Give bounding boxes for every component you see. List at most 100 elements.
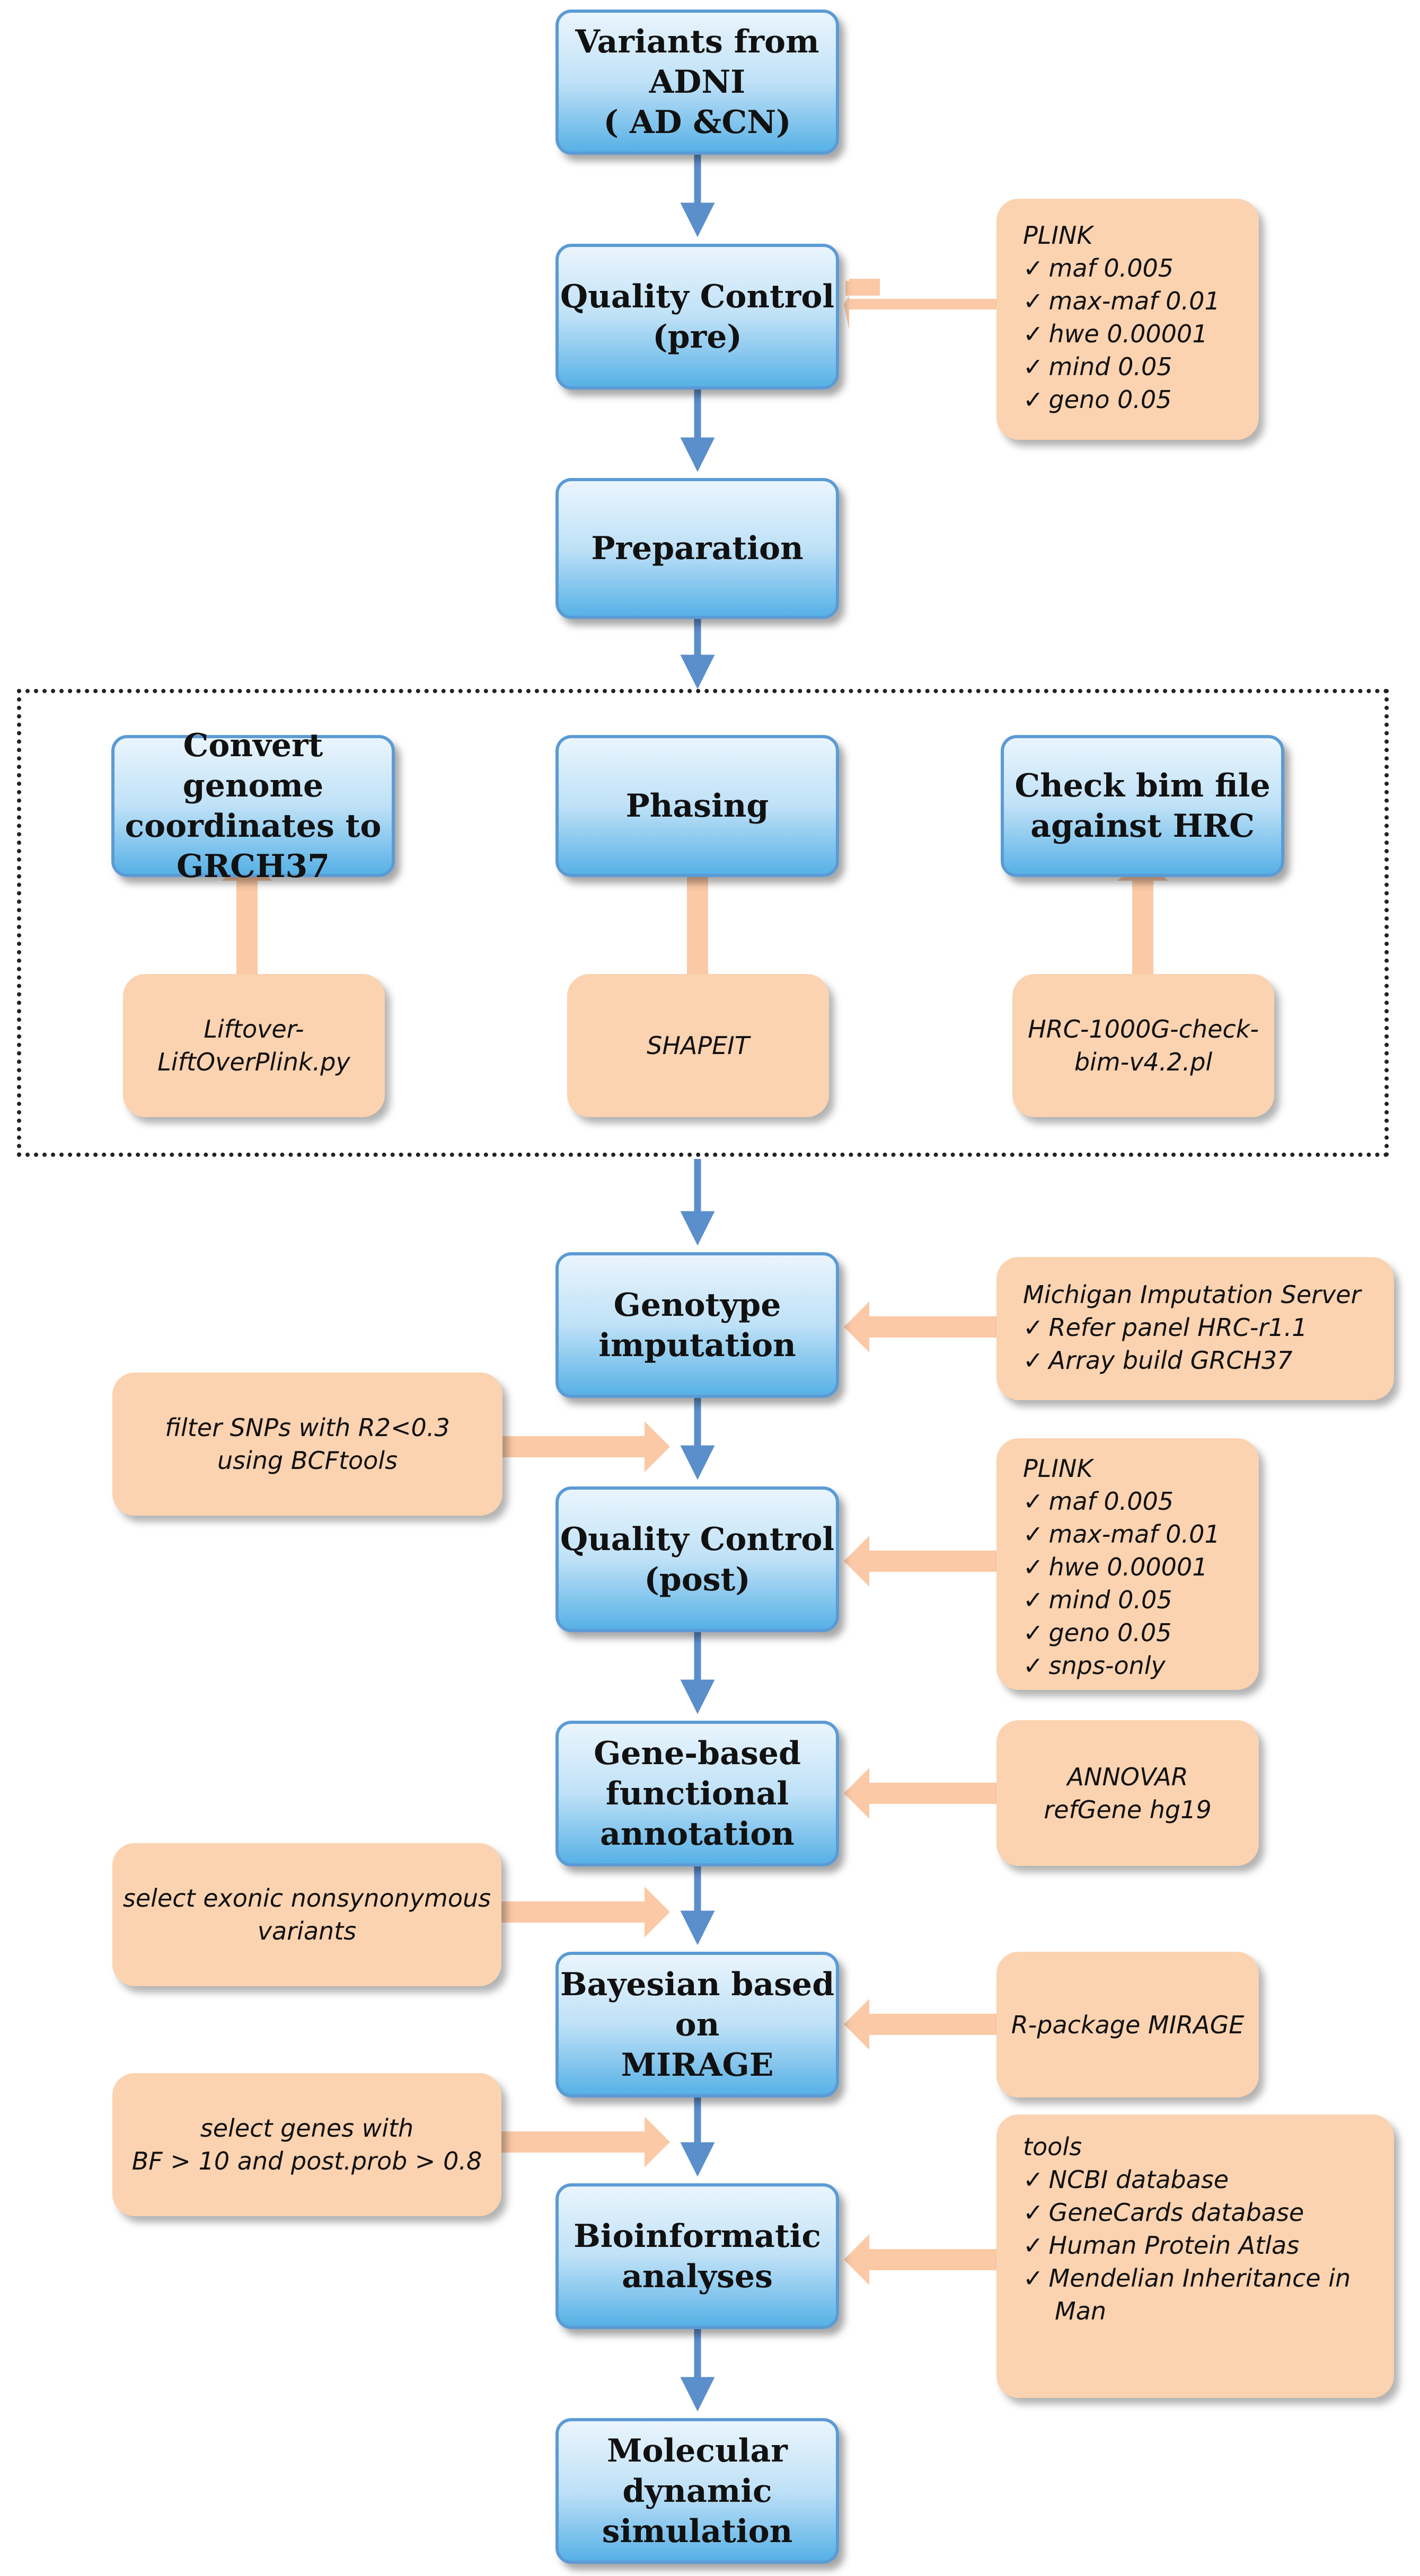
plink-post-item: hwe 0.00001 — [1048, 1553, 1208, 1581]
arrow-filter-to-main — [502, 1421, 670, 1472]
arrow-annovar-to-annotation — [844, 1768, 996, 1819]
step-qc-post-line-1: Quality Control — [560, 1520, 835, 1558]
step-imputation-line-2: imputation — [598, 1326, 796, 1364]
hrc-line-2: bim-v4.2.pl — [1074, 1048, 1213, 1076]
plink-post-item: maf 0.005 — [1048, 1487, 1174, 1516]
step-bayesian-mirage: Bayesian based on MIRAGE — [555, 1952, 839, 2097]
step-molecular-line-3: simulation — [602, 2512, 793, 2550]
check-icon: ✓ — [1023, 1487, 1044, 1516]
plink-post-item: geno 0.05 — [1048, 1618, 1172, 1647]
exonic-line-2: variants — [257, 1917, 357, 1945]
genes-line-2: BF > 10 and post.prob > 0.8 — [131, 2147, 482, 2175]
arrow-genes-to-main — [501, 2117, 670, 2167]
step-convert-line-1: Convert genome — [182, 727, 324, 804]
plink-post-item: mind 0.05 — [1048, 1586, 1172, 1614]
step-gene-based-annotation: Gene-based functional annotation — [555, 1721, 839, 1866]
arrow-mirage-to-bayesian — [844, 1999, 996, 2050]
step-phasing: Phasing — [555, 735, 839, 877]
exonic-line-1: select exonic nonsynonymous — [122, 1884, 491, 1913]
michigan-title: Michigan Imputation Server — [1023, 1280, 1361, 1309]
michigan-item: Array build GRCH37 — [1048, 1346, 1293, 1375]
plink-post-item: max-maf 0.01 — [1048, 1520, 1220, 1548]
step-qc-post-line-2: (post) — [644, 1561, 751, 1598]
step-bioinformatic-line-2: analyses — [622, 2258, 773, 2295]
check-icon: ✓ — [1023, 1553, 1044, 1581]
tool-r-package-mirage: R-package MIRAGE — [996, 1952, 1259, 2097]
check-icon: ✓ — [1023, 320, 1044, 348]
annovar-line-2: refGene hg19 — [1044, 1795, 1212, 1824]
step-molecular-dynamic-simulation: Molecular dynamic simulation — [555, 2418, 839, 2564]
step-phasing-line-1: Phasing — [625, 787, 769, 825]
tool-plink-post: PLINK ✓maf 0.005 ✓max-maf 0.01 ✓hwe 0.00… — [996, 1438, 1259, 1690]
step-preparation: Preparation — [555, 478, 839, 619]
tools-item: GeneCards database — [1048, 2198, 1304, 2227]
arrow-exonic-to-main — [501, 1887, 670, 1937]
step-variants-from-adni: Variants from ADNI ( AD &CN) — [555, 10, 839, 155]
tools-item: Human Protein Atlas — [1048, 2231, 1300, 2260]
check-icon: ✓ — [1023, 2231, 1044, 2260]
step-check-bim-file: Check bim file against HRC — [1001, 735, 1284, 877]
tool-hrc-check: HRC-1000G-check- bim-v4.2.pl — [1012, 974, 1274, 1117]
plink-pre-item: maf 0.005 — [1048, 254, 1174, 282]
step-qc-pre-line-2: (pre) — [652, 318, 742, 356]
step-annotation-line-2: functional — [605, 1775, 789, 1812]
arrow-hrc-to-check-bim — [1117, 858, 1168, 974]
plink-post-title: PLINK — [1023, 1454, 1093, 1483]
check-icon: ✓ — [1023, 1651, 1044, 1680]
tools-title: tools — [1023, 2132, 1082, 2161]
check-icon: ✓ — [1023, 352, 1044, 381]
step-preparation-line-1: Preparation — [591, 530, 804, 567]
step-variants-line-3: ( AD &CN) — [603, 104, 791, 141]
check-icon: ✓ — [1023, 385, 1044, 414]
arrow-michigan-to-imputation — [844, 1302, 996, 1352]
step-bioinformatic-analyses: Bioinformatic analyses — [555, 2183, 839, 2329]
step-annotation-line-1: Gene-based — [594, 1734, 801, 1772]
check-icon: ✓ — [1023, 1520, 1044, 1548]
tool-select-exonic: select exonic nonsynonymous variants — [112, 1843, 501, 1986]
check-icon: ✓ — [1023, 254, 1044, 282]
check-icon: ✓ — [1023, 1586, 1044, 1614]
tool-plink-pre: PLINK ✓maf 0.005 ✓max-maf 0.01 ✓hwe 0.00… — [996, 199, 1259, 440]
shapeit-line-1: SHAPEIT — [647, 1031, 749, 1060]
check-icon: ✓ — [1023, 287, 1044, 315]
tool-liftover: Liftover- LiftOverPlink.py — [123, 974, 385, 1117]
check-icon: ✓ — [1023, 2165, 1044, 2194]
arrow-plink-post-to-qc-post — [844, 1536, 996, 1587]
step-variants-line-2: ADNI — [649, 64, 746, 101]
step-quality-control-pre: Quality Control (pre) — [555, 244, 839, 390]
step-bioinformatic-line-1: Bioinformatic — [574, 2217, 821, 2255]
check-icon: ✓ — [1023, 2264, 1044, 2292]
plink-pre-item: mind 0.05 — [1048, 352, 1172, 381]
arrow-tools-to-bioinformatic — [844, 2234, 996, 2285]
check-icon: ✓ — [1023, 1618, 1044, 1647]
tool-filter-snps: filter SNPs with R2<0.3 using BCFtools — [112, 1373, 502, 1516]
check-icon: ✓ — [1023, 2198, 1044, 2227]
annovar-line-1: ANNOVAR — [1067, 1762, 1188, 1791]
tool-tools-list: tools ✓NCBI database ✓GeneCards database… — [996, 2114, 1394, 2398]
step-convert-line-3: GRCH37 — [176, 848, 330, 885]
tool-annovar: ANNOVAR refGene hg19 — [996, 1720, 1259, 1866]
hrc-line-1: HRC-1000G-check- — [1028, 1015, 1259, 1043]
arrow-liftover-to-convert — [222, 858, 272, 974]
michigan-item: Refer panel HRC-r1.1 — [1048, 1313, 1308, 1342]
step-check-bim-line-1: Check bim file — [1015, 767, 1271, 804]
step-bayesian-line-2: MIRAGE — [621, 2046, 774, 2084]
tools-item: Man — [1055, 2297, 1107, 2325]
step-convert-line-2: coordinates to — [125, 808, 382, 845]
liftover-line-2: LiftOverPlink.py — [157, 1048, 350, 1076]
step-genotype-imputation: Genotype imputation — [555, 1252, 839, 1398]
tools-item: Mendelian Inheritance in — [1048, 2264, 1351, 2292]
liftover-line-1: Liftover- — [204, 1015, 304, 1043]
filter-line-2: using BCFtools — [217, 1446, 398, 1475]
step-bayesian-line-1: Bayesian based on — [560, 1966, 835, 2043]
step-quality-control-post: Quality Control (post) — [555, 1486, 839, 1632]
step-molecular-line-1: Molecular — [607, 2432, 788, 2469]
step-qc-pre-line-1: Quality Control — [560, 278, 835, 315]
step-variants-line-1: Variants from — [575, 23, 819, 60]
parallel-steps-container — [17, 689, 1389, 1157]
step-imputation-line-1: Genotype — [613, 1286, 781, 1324]
arrow-plink-pre-to-qc-pre — [844, 279, 996, 330]
step-convert-genome-coordinates: Convert genome coordinates to GRCH37 — [111, 727, 395, 885]
